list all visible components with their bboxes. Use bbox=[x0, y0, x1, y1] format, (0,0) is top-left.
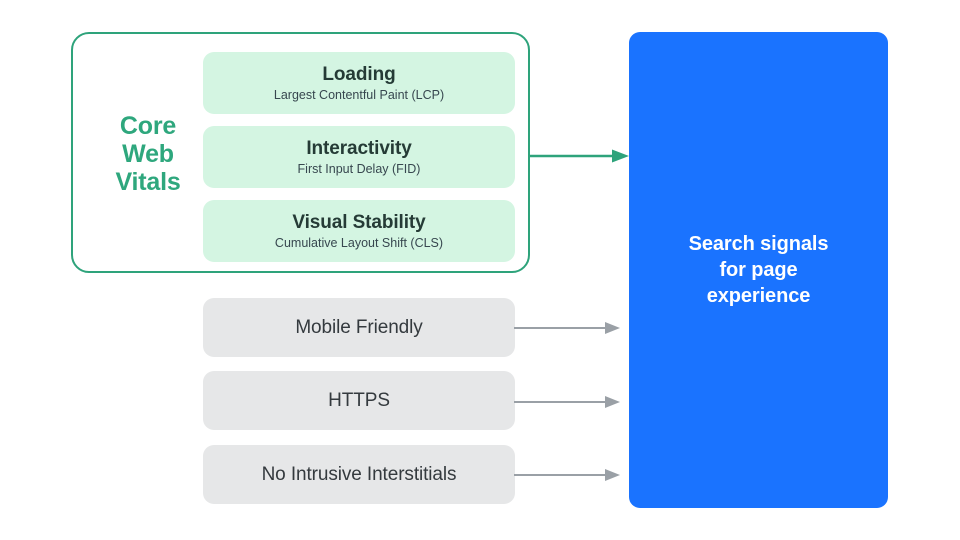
vital-card-title: Visual Stability bbox=[292, 211, 426, 233]
arrow-core-web-vitals-to-destination bbox=[528, 149, 629, 163]
vital-card-subtitle: Cumulative Layout Shift (CLS) bbox=[274, 235, 444, 250]
signal-card-label: HTTPS bbox=[328, 390, 390, 411]
core-web-vitals-group bbox=[71, 32, 530, 273]
vital-card-subtitle: First Input Delay (FID) bbox=[297, 161, 421, 176]
arrow-no-intrusive-interstitials-to-destination bbox=[514, 469, 620, 481]
vital-card-interactivity[interactable]: Interactivity First Input Delay (FID) bbox=[203, 126, 515, 188]
vital-card-visual-stability[interactable]: Visual Stability Cumulative Layout Shift… bbox=[203, 200, 515, 262]
signal-card-label: No Intrusive Interstitials bbox=[261, 464, 457, 485]
vital-card-title: Loading bbox=[322, 63, 396, 85]
vital-card-title: Interactivity bbox=[306, 137, 412, 159]
signal-card-https[interactable]: HTTPS bbox=[203, 371, 515, 430]
destination-box-search-signals[interactable]: Search signals for page experience bbox=[629, 32, 888, 508]
arrow-mobile-friendly-to-destination bbox=[514, 322, 620, 334]
core-web-vitals-group-label: Core Web Vitals bbox=[115, 112, 181, 196]
signal-card-mobile-friendly[interactable]: Mobile Friendly bbox=[203, 298, 515, 357]
signal-card-label: Mobile Friendly bbox=[295, 317, 423, 338]
arrow-https-to-destination bbox=[514, 396, 620, 408]
vital-card-loading[interactable]: Loading Largest Contentful Paint (LCP) bbox=[203, 52, 515, 114]
vital-card-subtitle: Largest Contentful Paint (LCP) bbox=[273, 87, 445, 102]
signal-card-no-intrusive-interstitials[interactable]: No Intrusive Interstitials bbox=[203, 445, 515, 504]
destination-box-label: Search signals for page experience bbox=[688, 233, 829, 307]
